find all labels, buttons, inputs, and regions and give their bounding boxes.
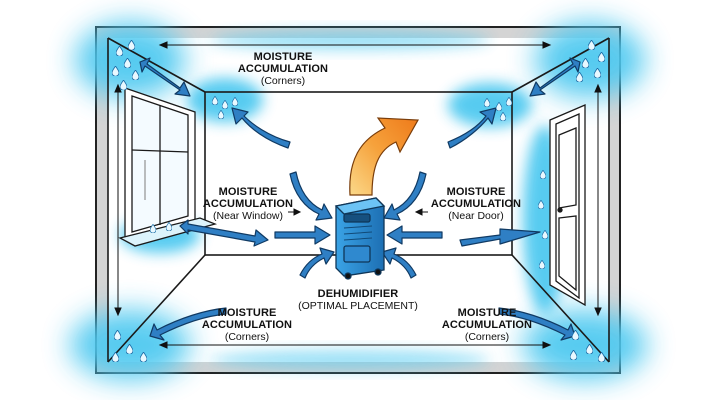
- moisture-glow: [70, 22, 647, 380]
- label-near-door: MOISTURE ACCUMULATION (Near Door): [430, 186, 522, 222]
- label-dehumidifier: DEHUMIDIFIER (OPTIMAL PLACEMENT): [298, 288, 418, 312]
- arrow-in-right: [386, 225, 443, 245]
- label-near-window: MOISTURE ACCUMULATION (Near Window): [202, 186, 294, 222]
- label-pointers: [288, 208, 428, 216]
- arrow-in-lower-left: [299, 247, 335, 279]
- arrow-near-window: [179, 219, 269, 247]
- arrow-in-upper-right: [383, 171, 427, 221]
- arrow-in-lower-right: [381, 247, 417, 279]
- label-bottom-left: MOISTURE ACCUMULATION (Corners): [201, 307, 293, 343]
- arrow-to-top-left: [231, 107, 291, 149]
- arrow-in-upper-left: [289, 171, 333, 221]
- arrow-near-door: [459, 228, 541, 247]
- window-icon: [118, 87, 218, 247]
- arrow-in-left: [274, 225, 331, 245]
- door-icon: [549, 104, 586, 307]
- warm-air-arrow: [349, 117, 419, 196]
- arrow-tr-corner: [529, 57, 581, 97]
- airflow-arrows: [139, 57, 581, 341]
- label-top-corner: MOISTURE ACCUMULATION (Corners): [237, 51, 329, 87]
- label-bottom-right: MOISTURE ACCUMULATION (Corners): [441, 307, 533, 343]
- room-lines: [107, 37, 610, 363]
- arrow-bottom-right: [498, 307, 576, 341]
- dimension-arrows: [114, 41, 602, 349]
- arrow-to-top-right: [447, 107, 497, 149]
- arrow-tl-corner: [139, 57, 191, 97]
- dehumidifier-icon: [334, 197, 386, 280]
- arrow-bottom-left: [149, 307, 227, 341]
